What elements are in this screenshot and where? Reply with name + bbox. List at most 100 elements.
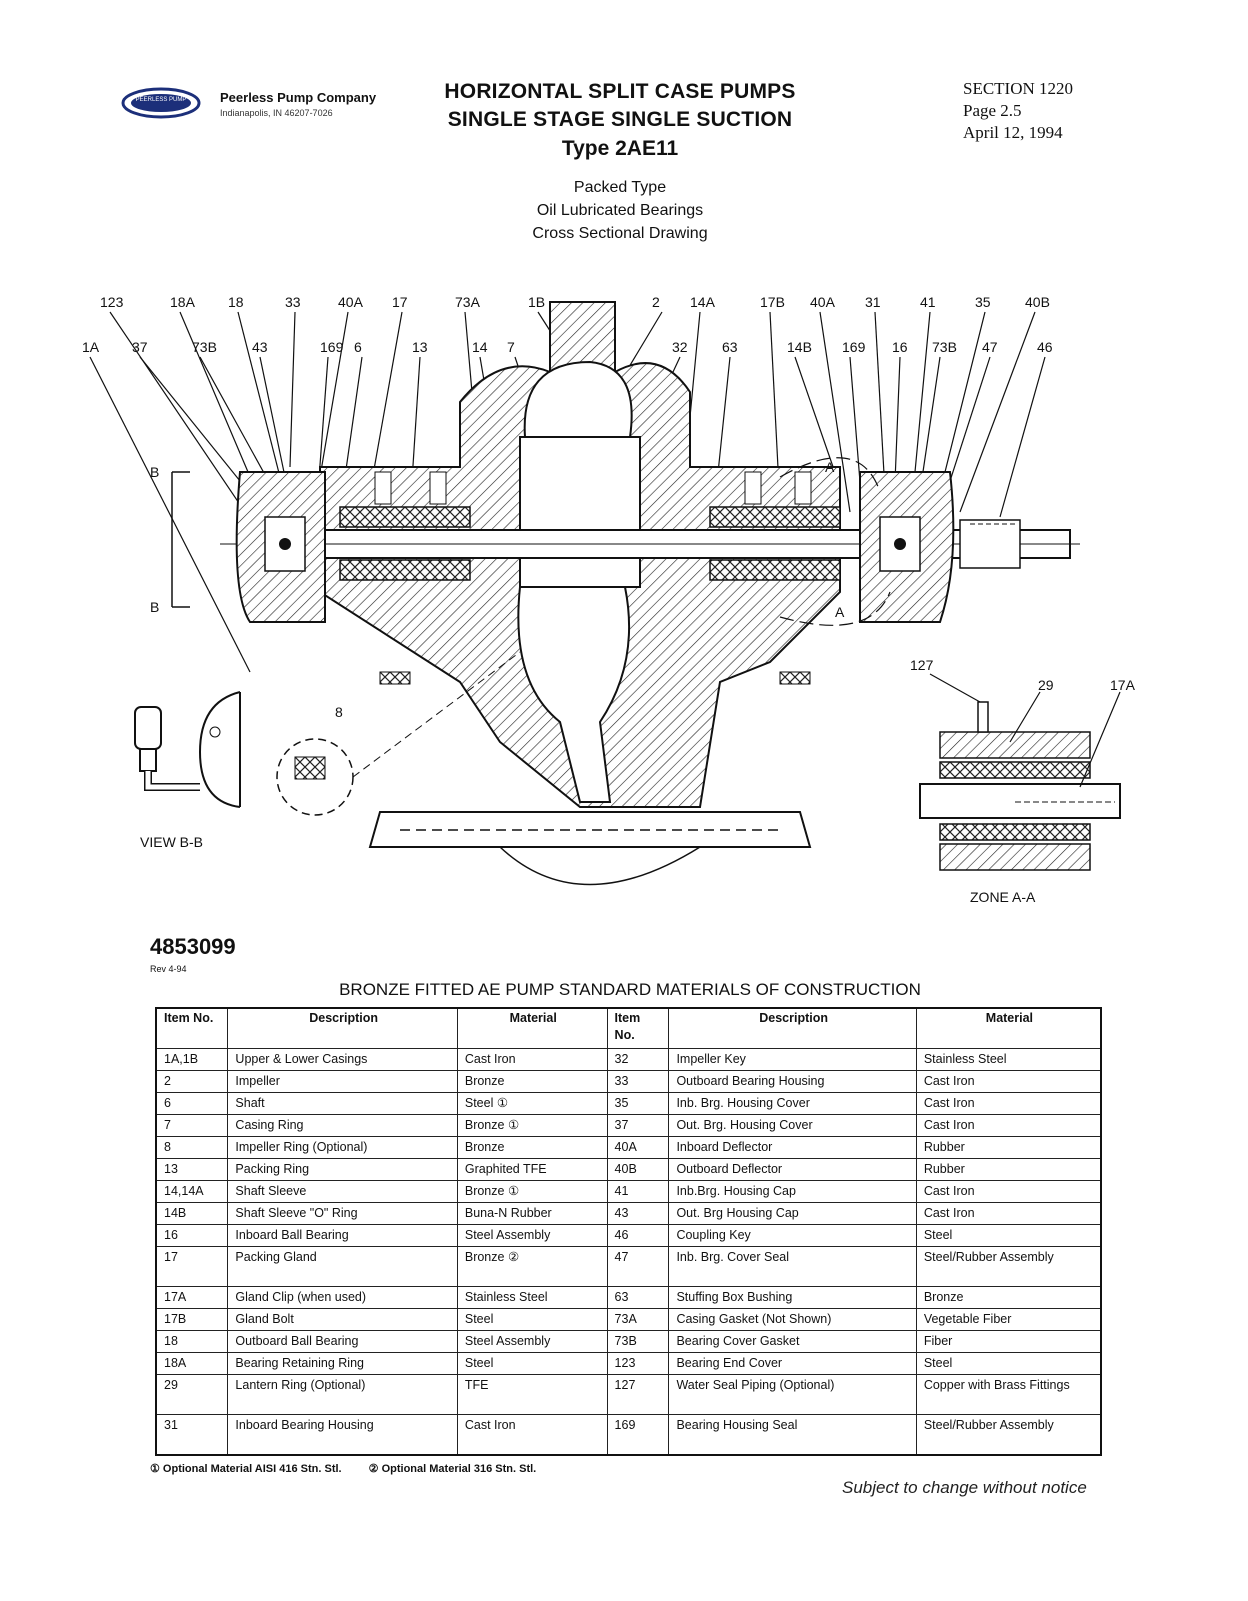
table-cell-item: 33 [606,1070,670,1093]
subtitle-line-1: Packed Type [573,179,667,196]
table-cell-description: Inb. Brg. Housing Cover [668,1092,917,1115]
callout-127: 127 [910,657,934,673]
table-cell-description: Upper & Lower Casings [227,1048,458,1071]
table-cell-description: Shaft Sleeve [227,1180,458,1203]
callout-label: 169 [320,339,344,355]
pump-type: Type 2AE11 [561,137,679,160]
table-cell-material: Steel Assembly [456,1224,608,1247]
table-cell-item: 14B [155,1202,229,1225]
table-cell-item: 73B [606,1330,670,1353]
table-cell-material: Steel Assembly [456,1330,608,1353]
callout-label: 14B [787,339,812,355]
table-cell-item: 29 [155,1374,229,1415]
table-cell-material: Bronze [456,1070,608,1093]
callout-label: 13 [412,339,428,355]
table-cell-material: Steel/Rubber Assembly [915,1246,1102,1287]
table-header-row: Item No. Description Material Item No. D… [155,1007,1102,1049]
table-cell-material: Cast Iron [915,1070,1102,1093]
view-b-b-label: VIEW B-B [140,834,203,850]
table-cell-item: 46 [606,1224,670,1247]
table-cell-description: Coupling Key [668,1224,917,1247]
table-cell-description: Bearing Cover Gasket [668,1330,917,1353]
table-cell-item: 37 [606,1114,670,1137]
header-description: Description [227,1007,458,1049]
section-info: SECTION 1220 Page 2.5 April 12, 1994 [963,78,1073,144]
table-cell-description: Packing Gland [227,1246,458,1287]
company-address: Indianapolis, IN 46207-7026 [220,108,333,118]
section-marks [171,471,190,608]
table-cell-material: Rubber [915,1158,1102,1181]
section-mark-a-bottom: A [835,604,845,620]
table-cell-item: 7 [155,1114,229,1137]
table-cell-item: 47 [606,1246,670,1287]
header-material: Material [915,1007,1102,1049]
table-cell-material: TFE [456,1374,608,1415]
table-cell-material: Cast Iron [456,1048,608,1071]
table-cell-item: 32 [606,1048,670,1071]
table-cell-description: Inb. Brg. Cover Seal [668,1246,917,1287]
callout-label: 7 [507,339,515,355]
callout-label: 40B [1025,294,1050,310]
callout-label: 33 [285,294,301,310]
table-cell-material: Buna-N Rubber [456,1202,608,1225]
table-cell-description: Gland Bolt [227,1308,458,1331]
table-cell-item: 1A,1B [155,1048,229,1071]
section-mark-a-top: A [825,459,835,475]
footnote-1: ① Optional Material AISI 416 Stn. Stl. [150,1463,342,1475]
header-item: Item No. [606,1007,670,1049]
logo-text: PEERLESS PUMP [136,97,187,103]
peerless-logo: PEERLESS PUMP [121,87,201,119]
packing-assemblies [339,471,841,581]
table-cell-material: Steel [456,1308,608,1331]
zone-a-a-label: ZONE A-A [970,889,1036,905]
section-mark-b-bottom: B [150,599,159,615]
table-cell-description: Impeller Key [668,1048,917,1071]
change-notice: Subject to change without notice [842,1478,1087,1497]
table-cell-item: 41 [606,1180,670,1203]
table-cell-material: Fiber [915,1330,1102,1353]
callout-label: 35 [975,294,991,310]
footnote-2: ② Optional Material 316 Stn. Stl. [368,1463,537,1475]
callout-label: 46 [1037,339,1053,355]
table-cell-description: Shaft [227,1092,458,1115]
table-cell-description: Bearing Housing Seal [668,1414,917,1456]
callout-8: 8 [335,704,343,720]
callout-label: 1A [82,339,100,355]
callout-label: 17B [760,294,785,310]
callout-29: 29 [1038,677,1054,693]
table-cell-description: Bearing End Cover [668,1352,917,1375]
table-cell-item: 35 [606,1092,670,1115]
subtitle-line-2: Oil Lubricated Bearings [536,202,704,219]
table-cell-description: Out. Brg. Housing Cover [668,1114,917,1137]
table-cell-description: Water Seal Piping (Optional) [668,1374,917,1415]
company-name: Peerless Pump Company [220,90,377,105]
table-cell-item: 17 [155,1246,229,1287]
callout-label: 18A [170,294,196,310]
table-cell-description: Inboard Deflector [668,1136,917,1159]
view-b-b-detail [134,691,241,808]
callout-label: 14A [690,294,716,310]
table-cell-description: Bearing Retaining Ring [227,1352,458,1375]
table-cell-item: 18 [155,1330,229,1353]
table-cell-material: Bronze [456,1136,608,1159]
table-cell-material: Bronze ① [456,1180,608,1203]
table-cell-material: Copper with Brass Fittings [915,1374,1102,1415]
table-cell-material: Steel ① [456,1092,608,1115]
table-cell-description: Inboard Bearing Housing [227,1414,458,1456]
table-cell-item: 14,14A [155,1180,229,1203]
callout-label: 43 [252,339,268,355]
drawing-subtitle: Packed Type Oil Lubricated Bearings Cros… [470,176,770,245]
table-cell-item: 8 [155,1136,229,1159]
callout-label: 6 [354,339,362,355]
table-cell-item: 17A [155,1286,229,1309]
callout-label: 123 [100,294,124,310]
table-cell-material: Stainless Steel [456,1286,608,1309]
